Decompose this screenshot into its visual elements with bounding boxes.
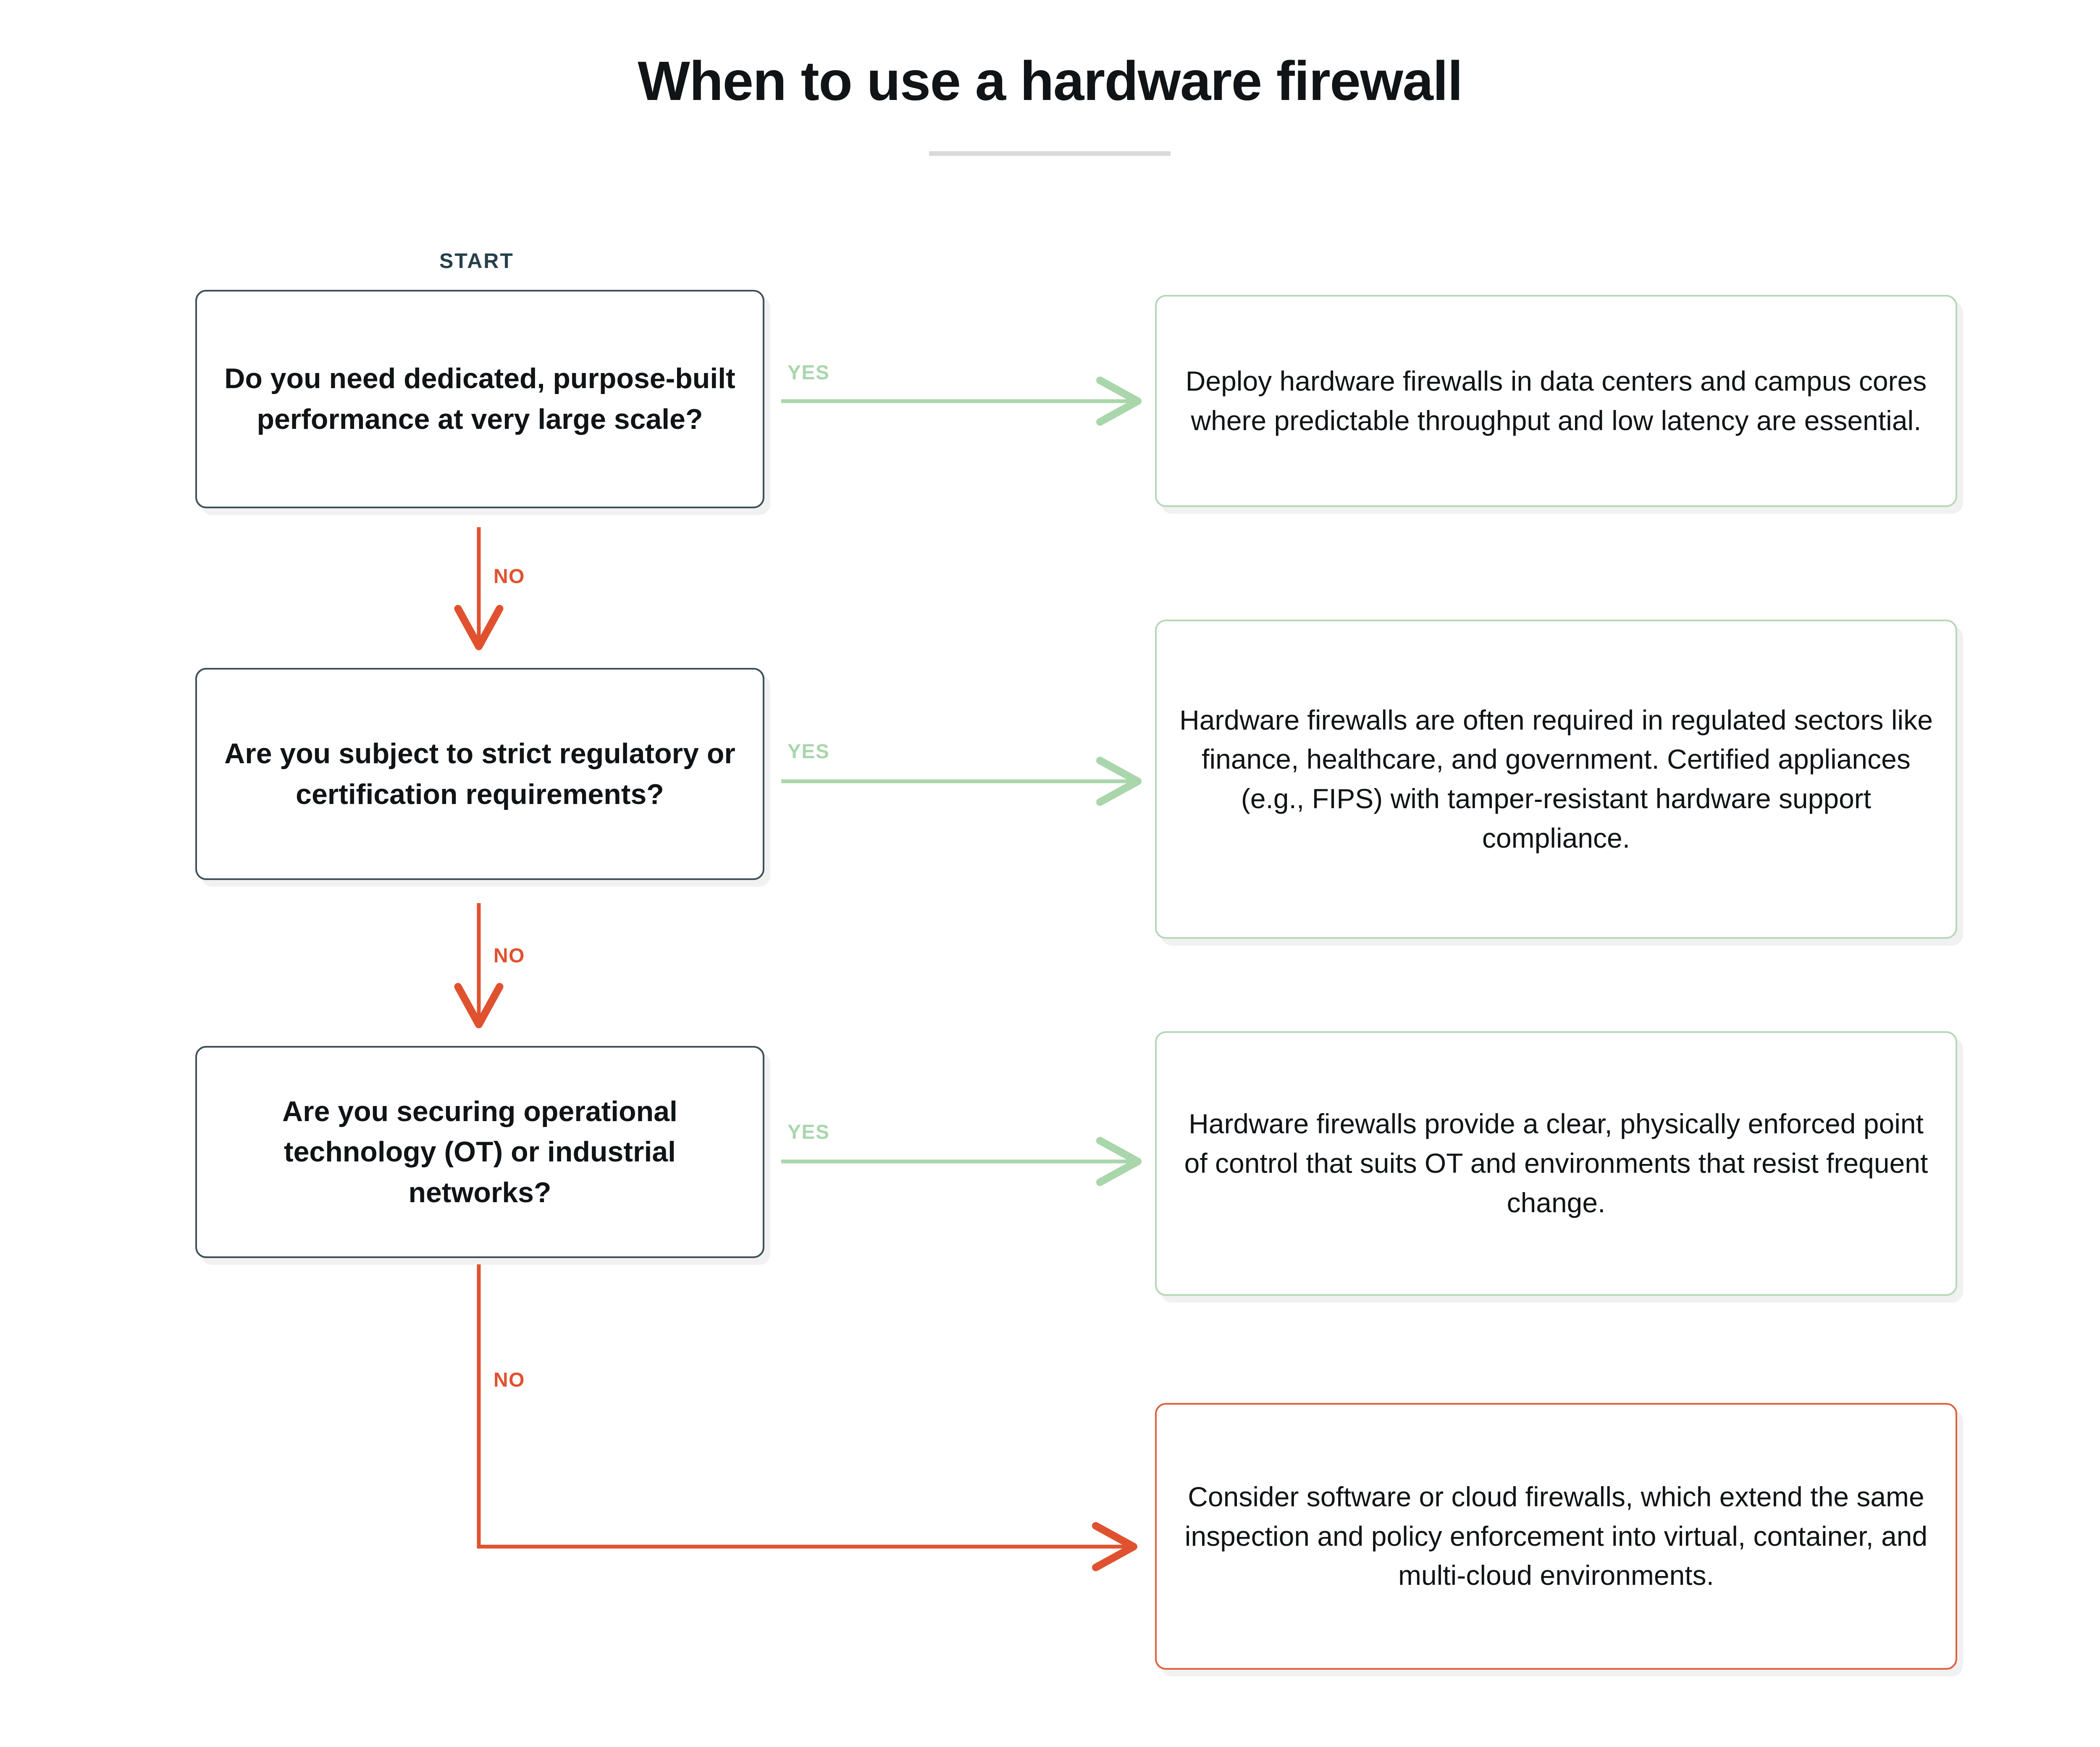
decision-node-ot-networks-text: Are you securing operational technology … bbox=[282, 1095, 677, 1208]
outcome-node-regulated-sectors-text: Hardware firewalls are often required in… bbox=[1179, 704, 1933, 854]
outcome-node-ot-control-point-text: Hardware firewalls provide a clear, phys… bbox=[1184, 1108, 1928, 1218]
title-divider bbox=[929, 151, 1171, 156]
outcome-node-software-cloud-text: Consider software or cloud firewalls, wh… bbox=[1184, 1481, 1928, 1591]
page-title: When to use a hardware firewall bbox=[638, 50, 1463, 112]
edge-label-no-2: NO bbox=[494, 945, 525, 967]
decision-node-regulatory[interactable]: Are you subject to strict regulatory or … bbox=[195, 668, 764, 880]
edge-label-yes-3: YES bbox=[788, 1121, 830, 1143]
decision-node-performance-text: Do you need dedicated, purpose-built per… bbox=[224, 363, 735, 435]
decision-node-regulatory-text: Are you subject to strict regulatory or … bbox=[224, 737, 735, 810]
outcome-node-software-cloud[interactable]: Consider software or cloud firewalls, wh… bbox=[1155, 1403, 1957, 1670]
edge-label-yes-1: YES bbox=[788, 362, 830, 384]
outcome-node-data-centers-text: Deploy hardware firewalls in data center… bbox=[1185, 365, 1927, 436]
edge-label-yes-2: YES bbox=[788, 741, 830, 763]
outcome-node-regulated-sectors[interactable]: Hardware firewalls are often required in… bbox=[1155, 620, 1957, 939]
outcome-node-data-centers[interactable]: Deploy hardware firewalls in data center… bbox=[1155, 295, 1957, 507]
outcome-node-ot-control-point[interactable]: Hardware firewalls provide a clear, phys… bbox=[1155, 1031, 1957, 1296]
edge-d3-o4 bbox=[477, 1264, 1137, 1571]
decision-node-ot-networks[interactable]: Are you securing operational technology … bbox=[195, 1046, 764, 1258]
edge-label-no-3: NO bbox=[494, 1369, 525, 1391]
edge-label-no-1: NO bbox=[494, 565, 525, 588]
start-label: START bbox=[439, 249, 514, 273]
decision-node-performance[interactable]: Do you need dedicated, purpose-built per… bbox=[195, 290, 764, 508]
